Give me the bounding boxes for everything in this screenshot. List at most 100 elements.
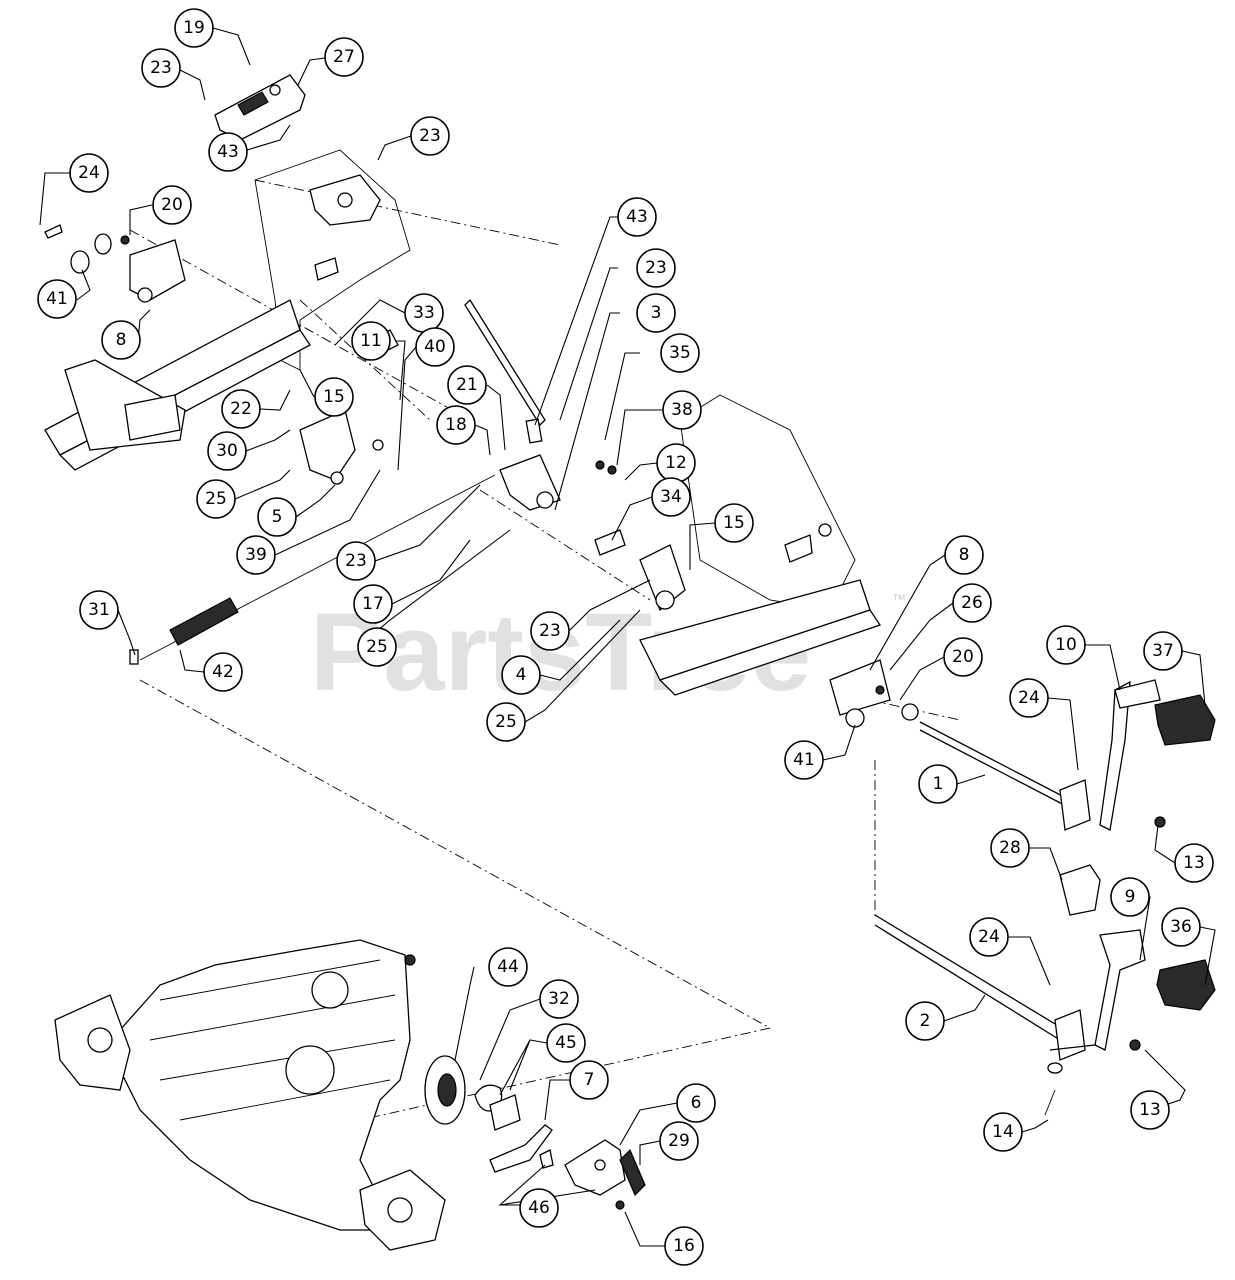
svg-text:23: 23 (419, 126, 441, 146)
callout-25[interactable]: 25 (357, 627, 397, 667)
callout-4[interactable]: 4 (501, 655, 541, 695)
svg-text:23: 23 (539, 621, 561, 641)
pedal-assembly-9 (874, 864, 1216, 1116)
callout-32[interactable]: 32 (539, 979, 579, 1019)
pedal-bracket-top (214, 74, 306, 141)
callout-23[interactable]: 23 (410, 116, 450, 156)
callout-24[interactable]: 24 (1009, 678, 1049, 718)
callout-9[interactable]: 9 (1110, 877, 1150, 917)
svg-text:24: 24 (978, 927, 1000, 947)
callout-1[interactable]: 1 (918, 764, 958, 804)
callout-46[interactable]: 46 (519, 1188, 559, 1228)
callout-24[interactable]: 24 (69, 153, 109, 193)
svg-text:22: 22 (230, 399, 252, 419)
svg-text:23: 23 (150, 58, 172, 78)
callout-13[interactable]: 13 (1174, 843, 1214, 883)
callout-10[interactable]: 10 (1046, 625, 1086, 665)
callout-19[interactable]: 19 (174, 8, 214, 48)
callout-12[interactable]: 12 (656, 443, 696, 483)
svg-text:20: 20 (161, 195, 183, 215)
callout-23[interactable]: 23 (141, 48, 181, 88)
control-rod (129, 474, 496, 665)
svg-text:1: 1 (933, 774, 944, 794)
callout-31[interactable]: 31 (79, 590, 119, 630)
callout-44[interactable]: 44 (488, 947, 528, 987)
svg-text:30: 30 (216, 441, 238, 461)
callout-25[interactable]: 25 (196, 479, 236, 519)
svg-text:28: 28 (999, 838, 1021, 858)
callout-2[interactable]: 2 (905, 1001, 945, 1041)
svg-text:8: 8 (959, 545, 970, 565)
callout-43[interactable]: 43 (208, 132, 248, 172)
svg-text:10: 10 (1055, 635, 1077, 655)
callout-14[interactable]: 14 (983, 1112, 1023, 1152)
callout-18[interactable]: 18 (436, 405, 476, 445)
callout-28[interactable]: 28 (990, 828, 1030, 868)
callout-42[interactable]: 42 (203, 652, 243, 692)
svg-text:26: 26 (961, 593, 983, 613)
svg-text:19: 19 (183, 18, 205, 38)
callout-23[interactable]: 23 (336, 541, 376, 581)
svg-text:25: 25 (205, 489, 227, 509)
callout-20[interactable]: 20 (943, 637, 983, 677)
svg-text:39: 39 (245, 545, 267, 565)
svg-text:20: 20 (952, 647, 974, 667)
svg-text:15: 15 (723, 513, 745, 533)
svg-text:46: 46 (528, 1198, 550, 1218)
callout-22[interactable]: 22 (221, 389, 261, 429)
callout-38[interactable]: 38 (662, 390, 702, 430)
svg-text:43: 43 (626, 207, 648, 227)
svg-text:2: 2 (920, 1011, 931, 1031)
svg-text:37: 37 (1152, 641, 1174, 661)
pedal-assembly-10 (919, 679, 1216, 831)
callout-5[interactable]: 5 (257, 497, 297, 537)
callout-23[interactable]: 23 (636, 248, 676, 288)
svg-text:32: 32 (548, 989, 570, 1009)
svg-text:33: 33 (413, 303, 435, 323)
callout-3[interactable]: 3 (636, 293, 676, 333)
svg-text:25: 25 (495, 712, 517, 732)
callout-17[interactable]: 17 (353, 584, 393, 624)
callout-36[interactable]: 36 (1161, 907, 1201, 947)
callout-25[interactable]: 25 (486, 702, 526, 742)
svg-text:13: 13 (1183, 853, 1205, 873)
callout-27[interactable]: 27 (324, 37, 364, 77)
callout-7[interactable]: 7 (569, 1060, 609, 1100)
svg-text:38: 38 (671, 400, 693, 420)
callout-26[interactable]: 26 (952, 583, 992, 623)
callout-8[interactable]: 8 (944, 535, 984, 575)
callout-11[interactable]: 11 (351, 321, 391, 361)
callout-24[interactable]: 24 (969, 917, 1009, 957)
pivot-parts-left (44, 224, 130, 274)
callout-39[interactable]: 39 (236, 535, 276, 575)
callout-6[interactable]: 6 (676, 1083, 716, 1123)
callout-20[interactable]: 20 (152, 185, 192, 225)
frame-rail-left (44, 239, 311, 471)
svg-text:13: 13 (1139, 1100, 1161, 1120)
callout-21[interactable]: 21 (447, 365, 487, 405)
callout-8[interactable]: 8 (101, 320, 141, 360)
callout-30[interactable]: 30 (207, 431, 247, 471)
svg-text:24: 24 (78, 163, 100, 183)
callout-23[interactable]: 23 (530, 611, 570, 651)
callout-15[interactable]: 15 (314, 377, 354, 417)
svg-text:23: 23 (345, 551, 367, 571)
svg-text:11: 11 (360, 331, 382, 351)
callout-13[interactable]: 13 (1130, 1090, 1170, 1130)
callout-15[interactable]: 15 (714, 503, 754, 543)
callout-37[interactable]: 37 (1143, 631, 1183, 671)
callout-40[interactable]: 40 (415, 327, 455, 367)
callout-34[interactable]: 34 (651, 477, 691, 517)
callout-41[interactable]: 41 (784, 740, 824, 780)
frame-plate-upper (254, 149, 411, 371)
callout-45[interactable]: 45 (546, 1023, 586, 1063)
callout-43[interactable]: 43 (617, 197, 657, 237)
svg-text:34: 34 (660, 487, 682, 507)
callout-29[interactable]: 29 (659, 1121, 699, 1161)
callout-33[interactable]: 33 (404, 293, 444, 333)
svg-text:35: 35 (669, 343, 691, 363)
callout-35[interactable]: 35 (660, 333, 700, 373)
callout-16[interactable]: 16 (664, 1226, 704, 1266)
callout-41[interactable]: 41 (37, 279, 77, 319)
svg-text:21: 21 (456, 375, 478, 395)
